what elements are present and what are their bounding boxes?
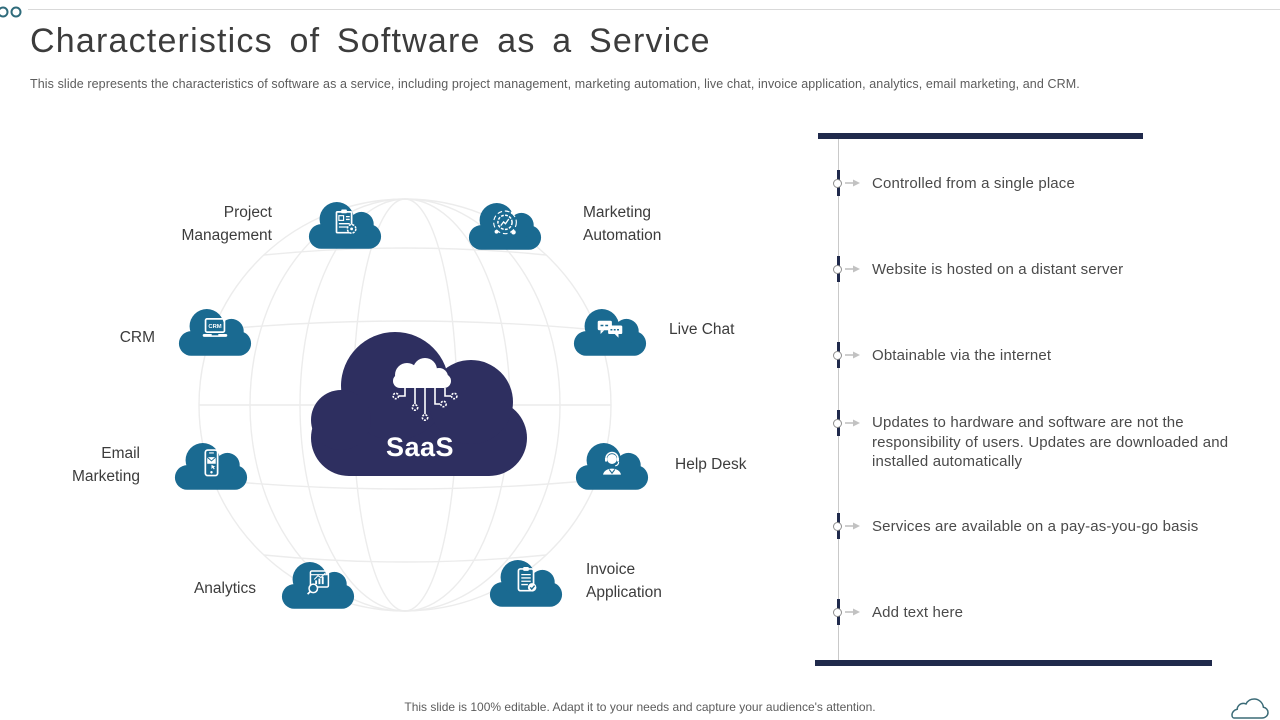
bullet-row: Controlled from a single place (820, 163, 1075, 203)
timeline-marker (820, 506, 864, 546)
slide-subtitle: This slide represents the characteristic… (30, 77, 1080, 91)
clipboard-gear-icon (335, 209, 357, 234)
automation-gear-icon (493, 210, 517, 235)
arrow-right-icon (845, 179, 860, 187)
bullet-row: Website is hosted on a distant server (820, 249, 1123, 289)
node-label-invoice-application: Invoice Application (586, 561, 662, 601)
support-agent-icon (603, 451, 621, 475)
node-live-chat (569, 304, 651, 360)
timeline-marker (820, 249, 864, 289)
arrow-right-icon (845, 608, 860, 616)
corner-cloud-icon (1231, 698, 1269, 719)
bullet-text: Website is hosted on a distant server (872, 260, 1124, 278)
node-crm: CRM (174, 304, 256, 360)
page-title: Characteristics of Software as a Service (30, 22, 711, 60)
bullet-row: Updates to hardware and software are not… (820, 403, 1264, 481)
timeline-marker (820, 163, 864, 203)
chat-bubbles-icon (597, 320, 623, 338)
crm-laptop-icon: CRM (202, 318, 228, 337)
node-invoice-application (485, 555, 567, 611)
arrow-right-icon (845, 419, 860, 427)
node-marketing-automation (464, 198, 546, 254)
bullet-row: Obtainable via the internet (820, 335, 1051, 375)
timeline-marker (820, 335, 864, 375)
timeline-marker (820, 592, 864, 632)
phone-email-icon (204, 449, 219, 477)
arrow-right-icon (845, 351, 860, 359)
node-label-email-marketing: Email Marketing (71, 445, 140, 485)
bullet-row: Add text here (820, 592, 963, 632)
node-analytics (277, 557, 359, 613)
bullet-text: Updates to hardware and software are not… (872, 414, 1229, 470)
bullet-text: Controlled from a single place (872, 174, 1075, 192)
timeline-marker (820, 403, 864, 443)
arrow-right-icon (845, 265, 860, 273)
node-label-analytics: Analytics (193, 580, 256, 597)
analytics-magnifier-icon (307, 570, 330, 595)
bullet-text-placeholder[interactable]: Add text here (872, 603, 964, 621)
cloud-circuit-icon (392, 358, 458, 421)
node-label-project-management: Project Management (181, 204, 272, 244)
node-label-live-chat: Live Chat (669, 321, 735, 338)
node-label-help-desk: Help Desk (675, 456, 747, 473)
panel-bottom-bar (815, 660, 1212, 666)
arrow-right-icon (845, 522, 860, 530)
deco-rings-icon (0, 6, 22, 18)
slide-footer: This slide is 100% editable. Adapt it to… (404, 700, 876, 714)
bullet-text: Obtainable via the internet (872, 346, 1052, 364)
top-divider (28, 9, 1280, 10)
node-project-management (304, 197, 386, 253)
svg-text:CRM: CRM (208, 324, 221, 330)
bullet-row: Services are available on a pay-as-you-g… (820, 506, 1198, 546)
node-label-marketing-automation: Marketing Automation (583, 204, 662, 244)
saas-label: SaaS (385, 432, 455, 462)
node-email-marketing (170, 438, 252, 494)
bullet-text: Services are available on a pay-as-you-g… (872, 517, 1199, 535)
invoice-check-icon (517, 567, 537, 592)
node-help-desk (571, 438, 653, 494)
timeline-line (838, 139, 839, 660)
node-label-crm: CRM (119, 329, 155, 346)
panel-top-bar (818, 133, 1143, 139)
